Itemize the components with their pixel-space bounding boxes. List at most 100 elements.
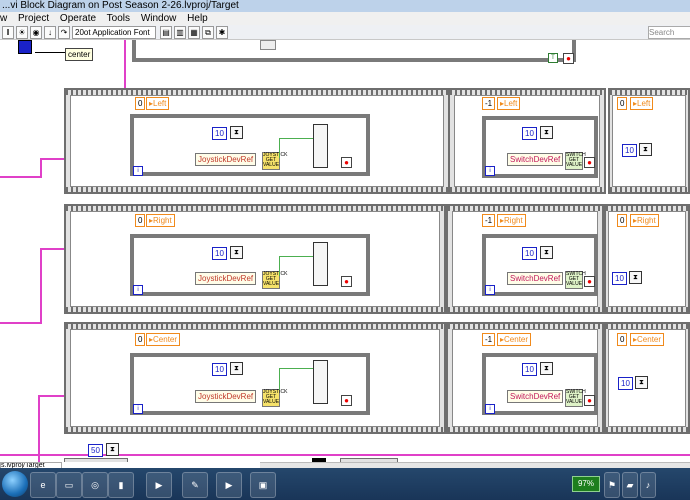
switch-devref: SwitchDevRef [507, 390, 564, 403]
ie-icon[interactable]: e [30, 472, 56, 498]
block-diagram-canvas[interactable]: center ● T 0 ▸Left 10 ⧗ JoystickDevRef J… [0, 40, 690, 462]
cmd-icon[interactable]: ▮ [108, 472, 134, 498]
menu-edit-view[interactable]: w [0, 13, 8, 24]
notes-icon[interactable]: ✎ [182, 472, 208, 498]
chrome-icon[interactable]: ◎ [82, 472, 108, 498]
resize-icon[interactable]: ▦ [188, 26, 200, 39]
clean-up-icon[interactable]: ✱ [216, 26, 228, 39]
top-true-constant: T [548, 53, 558, 63]
reorder-icon[interactable]: ⧉ [202, 26, 214, 39]
top-getvalue-icon [260, 40, 276, 50]
switch-while-loop[interactable] [482, 116, 598, 178]
top-stop-icon[interactable]: ● [563, 53, 574, 64]
taskbar: e ▭ ◎ ▮ ▶ ✎ ▶ ▣ 97% ⚑ ▰ ♪ [0, 468, 690, 500]
wait-ms-constant: 10 [622, 144, 637, 157]
refnum-wire [0, 454, 690, 456]
case-index: 0 [617, 333, 628, 346]
network-icon[interactable]: ▰ [622, 472, 638, 498]
case-selector-left[interactable]: ▸Left [630, 97, 654, 110]
stop-condition-icon[interactable]: ● [584, 157, 595, 168]
wait-ms-icon: ⧗ [230, 126, 243, 139]
wait-ms-icon: ⧗ [106, 443, 119, 456]
center-label: center [65, 48, 94, 61]
case-selector-left[interactable]: ▸Left [146, 97, 170, 110]
wait-ms-constant: 50 [88, 444, 103, 457]
switch-devref: SwitchDevRef [507, 272, 564, 285]
joystick-get-value-icon: JOYSTICK GET VALUE [262, 152, 288, 170]
joystick-while-loop[interactable] [130, 234, 370, 296]
wait-ms-icon: ⧗ [230, 246, 243, 259]
case-index: 0 [135, 214, 146, 227]
wait-ms-icon: ⧗ [629, 271, 642, 284]
case-selector-center[interactable]: ▸Center [146, 333, 181, 346]
top-while-loop[interactable] [132, 40, 576, 62]
flag-icon[interactable]: ⚑ [604, 472, 620, 498]
window-title-bar: ...vi Block Diagram on Post Season 2-26.… [0, 0, 690, 12]
labview-window-icon[interactable]: ▶ [216, 472, 242, 498]
menu-project[interactable]: Project [18, 13, 50, 24]
start-button-icon[interactable] [2, 471, 28, 497]
next-case-frame[interactable] [340, 458, 398, 462]
case-index: 0 [617, 214, 628, 227]
case-selector-right[interactable]: ▸Right [497, 214, 526, 227]
menu-window[interactable]: Window [140, 13, 177, 24]
data-wire [279, 138, 280, 158]
align-icon[interactable]: ▤ [160, 26, 172, 39]
case-selector-center[interactable]: ▸Center [630, 333, 665, 346]
joystick-get-value-icon: JOYSTICK GET VALUE [262, 389, 288, 407]
window-title: ...vi Block Diagram on Post Season 2-26.… [2, 0, 239, 11]
joystick-get-value-icon: JOYSTICK GET VALUE [262, 271, 288, 289]
case-selector-right[interactable]: ▸Right [630, 214, 659, 227]
menu-tools[interactable]: Tools [106, 13, 131, 24]
iteration-terminal: i [485, 404, 495, 414]
menu-operate[interactable]: Operate [59, 13, 97, 24]
stop-condition-icon[interactable]: ● [584, 276, 595, 287]
switch-get-value-icon: SWITCH GET VALUE [565, 389, 586, 407]
step-into-icon[interactable]: ↓ [44, 26, 56, 39]
case-selector-left[interactable]: ▸Left [497, 97, 521, 110]
stop-condition-icon[interactable]: ● [341, 276, 352, 287]
menu-bar: w Project Operate Tools Window Help [0, 12, 690, 25]
iteration-terminal: i [133, 166, 143, 176]
wait-ms-constant: 10 [212, 127, 227, 140]
stop-condition-icon[interactable]: ● [341, 157, 352, 168]
retain-wire-values-icon[interactable]: ◉ [30, 26, 42, 39]
search-input[interactable]: Search [648, 26, 690, 39]
distribute-icon[interactable]: ▥ [174, 26, 186, 39]
case-selector-center[interactable]: ▸Center [497, 333, 532, 346]
data-wire [279, 368, 313, 369]
stop-condition-icon[interactable]: ● [341, 395, 352, 406]
step-over-icon[interactable]: ↷ [58, 26, 70, 39]
next-case-frame[interactable] [64, 458, 128, 462]
case-structure[interactable] [612, 95, 686, 187]
switch-get-value-icon: SWITCH GET VALUE [565, 271, 586, 289]
joystick-while-loop[interactable] [130, 353, 370, 415]
case-index: -1 [482, 333, 496, 346]
case-index: 0 [135, 333, 146, 346]
case-index: 0 [617, 97, 628, 110]
folder-icon[interactable]: ▭ [56, 472, 82, 498]
ni-icon[interactable]: ▣ [250, 472, 276, 498]
joystick-devref: JoystickDevRef [195, 272, 257, 285]
pause-icon[interactable]: ‖ [2, 26, 14, 39]
stop-condition-icon[interactable]: ● [584, 395, 595, 406]
horizontal-scrollbar[interactable] [260, 462, 690, 469]
axis-array-indicator [313, 360, 328, 404]
wait-ms-icon: ⧗ [230, 362, 243, 375]
menu-help[interactable]: Help [187, 13, 208, 24]
case-structure[interactable] [608, 211, 686, 307]
refnum-wire [0, 322, 42, 324]
data-wire [279, 256, 313, 257]
iteration-terminal: i [485, 166, 495, 176]
battery-indicator[interactable]: 97% [572, 476, 600, 492]
wait-ms-icon: ⧗ [639, 143, 652, 156]
volume-icon[interactable]: ♪ [640, 472, 656, 498]
case-selector-right[interactable]: ▸Right [146, 214, 175, 227]
wait-ms-constant: 10 [522, 247, 537, 260]
font-select[interactable]: 20ot Application Font [72, 26, 156, 39]
iteration-terminal: i [485, 285, 495, 295]
label-leader-line [35, 52, 65, 53]
joystick-while-loop[interactable] [130, 114, 370, 176]
highlight-execution-icon[interactable]: ☀ [16, 26, 28, 39]
labview-icon[interactable]: ▶ [146, 472, 172, 498]
